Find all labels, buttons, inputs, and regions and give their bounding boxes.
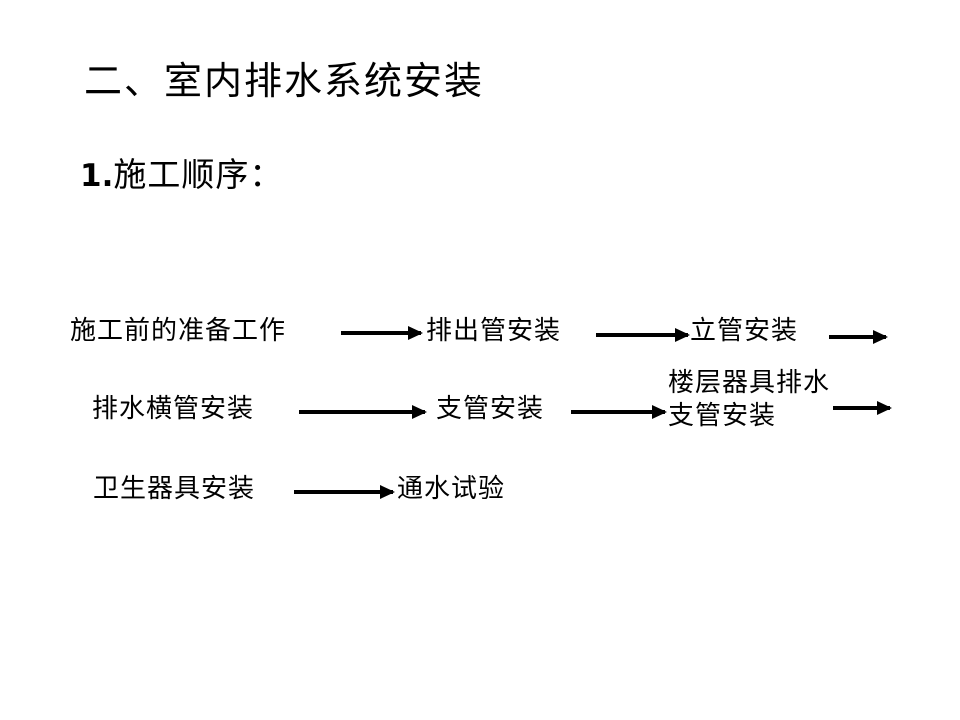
flow-node-preparation-work: 施工前的准备工作	[70, 316, 287, 346]
flow-arrow-icon-r1-a2	[596, 333, 688, 337]
section-heading-number: 1.	[80, 158, 114, 194]
section-heading: 1.施工顺序：	[80, 154, 283, 197]
flow-node-branch-pipe-installation: 支管安装	[436, 394, 545, 424]
flow-arrow-icon-r3-a1	[294, 490, 393, 494]
flow-node-horizontal-drain-pipe-installation: 排水横管安装	[92, 394, 255, 424]
flow-arrow-icon-r1-wrap	[829, 335, 886, 339]
flow-arrow-icon-r1-a1	[341, 331, 421, 335]
flow-node-floor-fixture-drain-branch-installation: 楼层器具排水支管安装	[668, 368, 831, 431]
flow-node-riser-pipe-installation: 立管安装	[690, 316, 799, 346]
flow-node-water-flow-test: 通水试验	[397, 474, 506, 504]
flow-arrow-icon-r2-a2	[571, 410, 665, 414]
flow-arrow-icon-r2-wrap	[833, 406, 890, 410]
flow-node-outlet-pipe-installation: 排出管安装	[426, 316, 562, 346]
flow-node-sanitary-fixture-installation: 卫生器具安装	[93, 474, 256, 504]
flow-arrow-icon-r2-a1	[299, 410, 425, 414]
page-title: 二、室内排水系统安装	[84, 59, 485, 103]
section-heading-label: 施工顺序：	[113, 155, 284, 194]
